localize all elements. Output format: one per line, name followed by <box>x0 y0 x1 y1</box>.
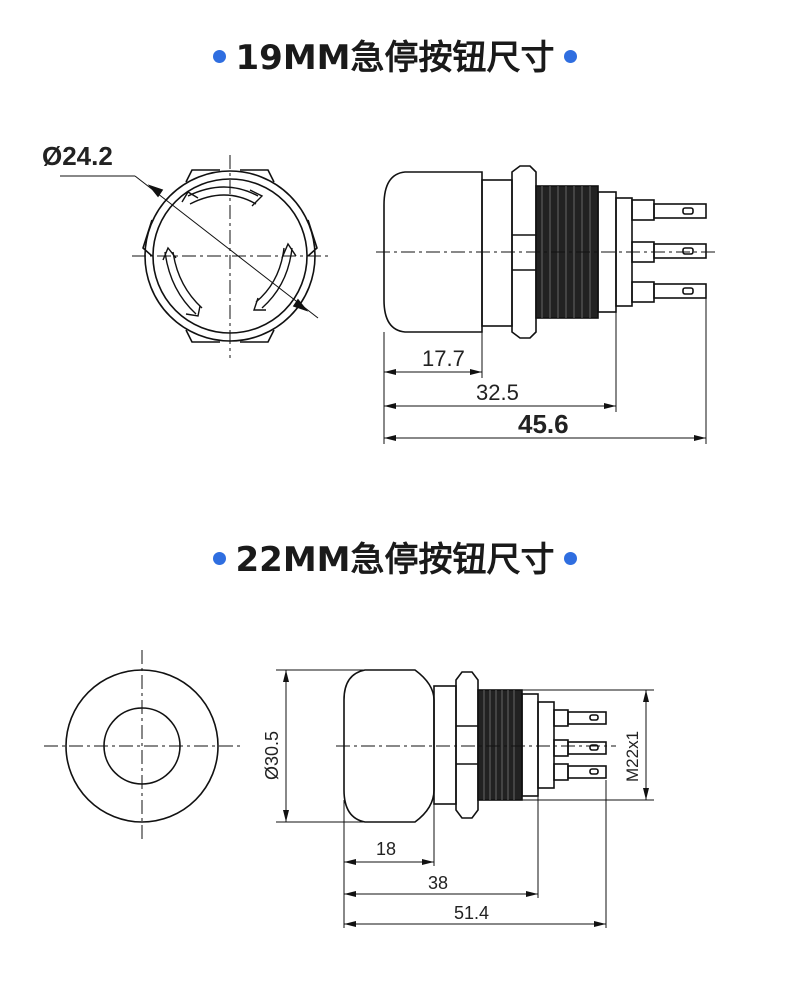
dim-32-5: 32.5 <box>476 380 519 405</box>
dim-38: 38 <box>428 873 448 893</box>
rotation-arrow-icon <box>181 186 264 207</box>
bullet-dot-icon <box>564 50 578 63</box>
dim-45-6: 45.6 <box>518 409 569 439</box>
dim-17-7: 17.7 <box>422 346 465 371</box>
section1-heading: 19MM急停按钮尺寸 <box>0 38 790 78</box>
bullet-dot-icon <box>564 552 578 565</box>
diameter-label-22mm: Ø30.5 <box>262 731 282 780</box>
front-view-19mm <box>60 155 330 358</box>
side-view-19mm <box>376 165 718 444</box>
bullet-dot-icon <box>212 50 226 63</box>
section1-title: 19MM急停按钮尺寸 <box>235 38 555 78</box>
section2-title: 22MM急停按钮尺寸 <box>235 540 555 580</box>
diagram-22mm: Ø30.5 M22x1 18 38 51.4 <box>44 650 654 928</box>
section2-heading: 22MM急停按钮尺寸 <box>0 540 790 580</box>
diameter-label-19mm: Ø24.2 <box>42 141 113 171</box>
rotation-arrow-icon <box>162 246 203 317</box>
dim-51-4: 51.4 <box>454 903 489 923</box>
side-view-22mm <box>276 669 654 928</box>
dim-18: 18 <box>376 839 396 859</box>
bullet-dot-icon <box>212 552 226 565</box>
front-view-22mm <box>44 650 240 842</box>
thread-label-22mm: M22x1 <box>623 731 642 782</box>
diagram-19mm: Ø24.2 17.7 32.5 45.6 <box>42 141 718 444</box>
rotation-arrow-icon <box>253 242 297 311</box>
